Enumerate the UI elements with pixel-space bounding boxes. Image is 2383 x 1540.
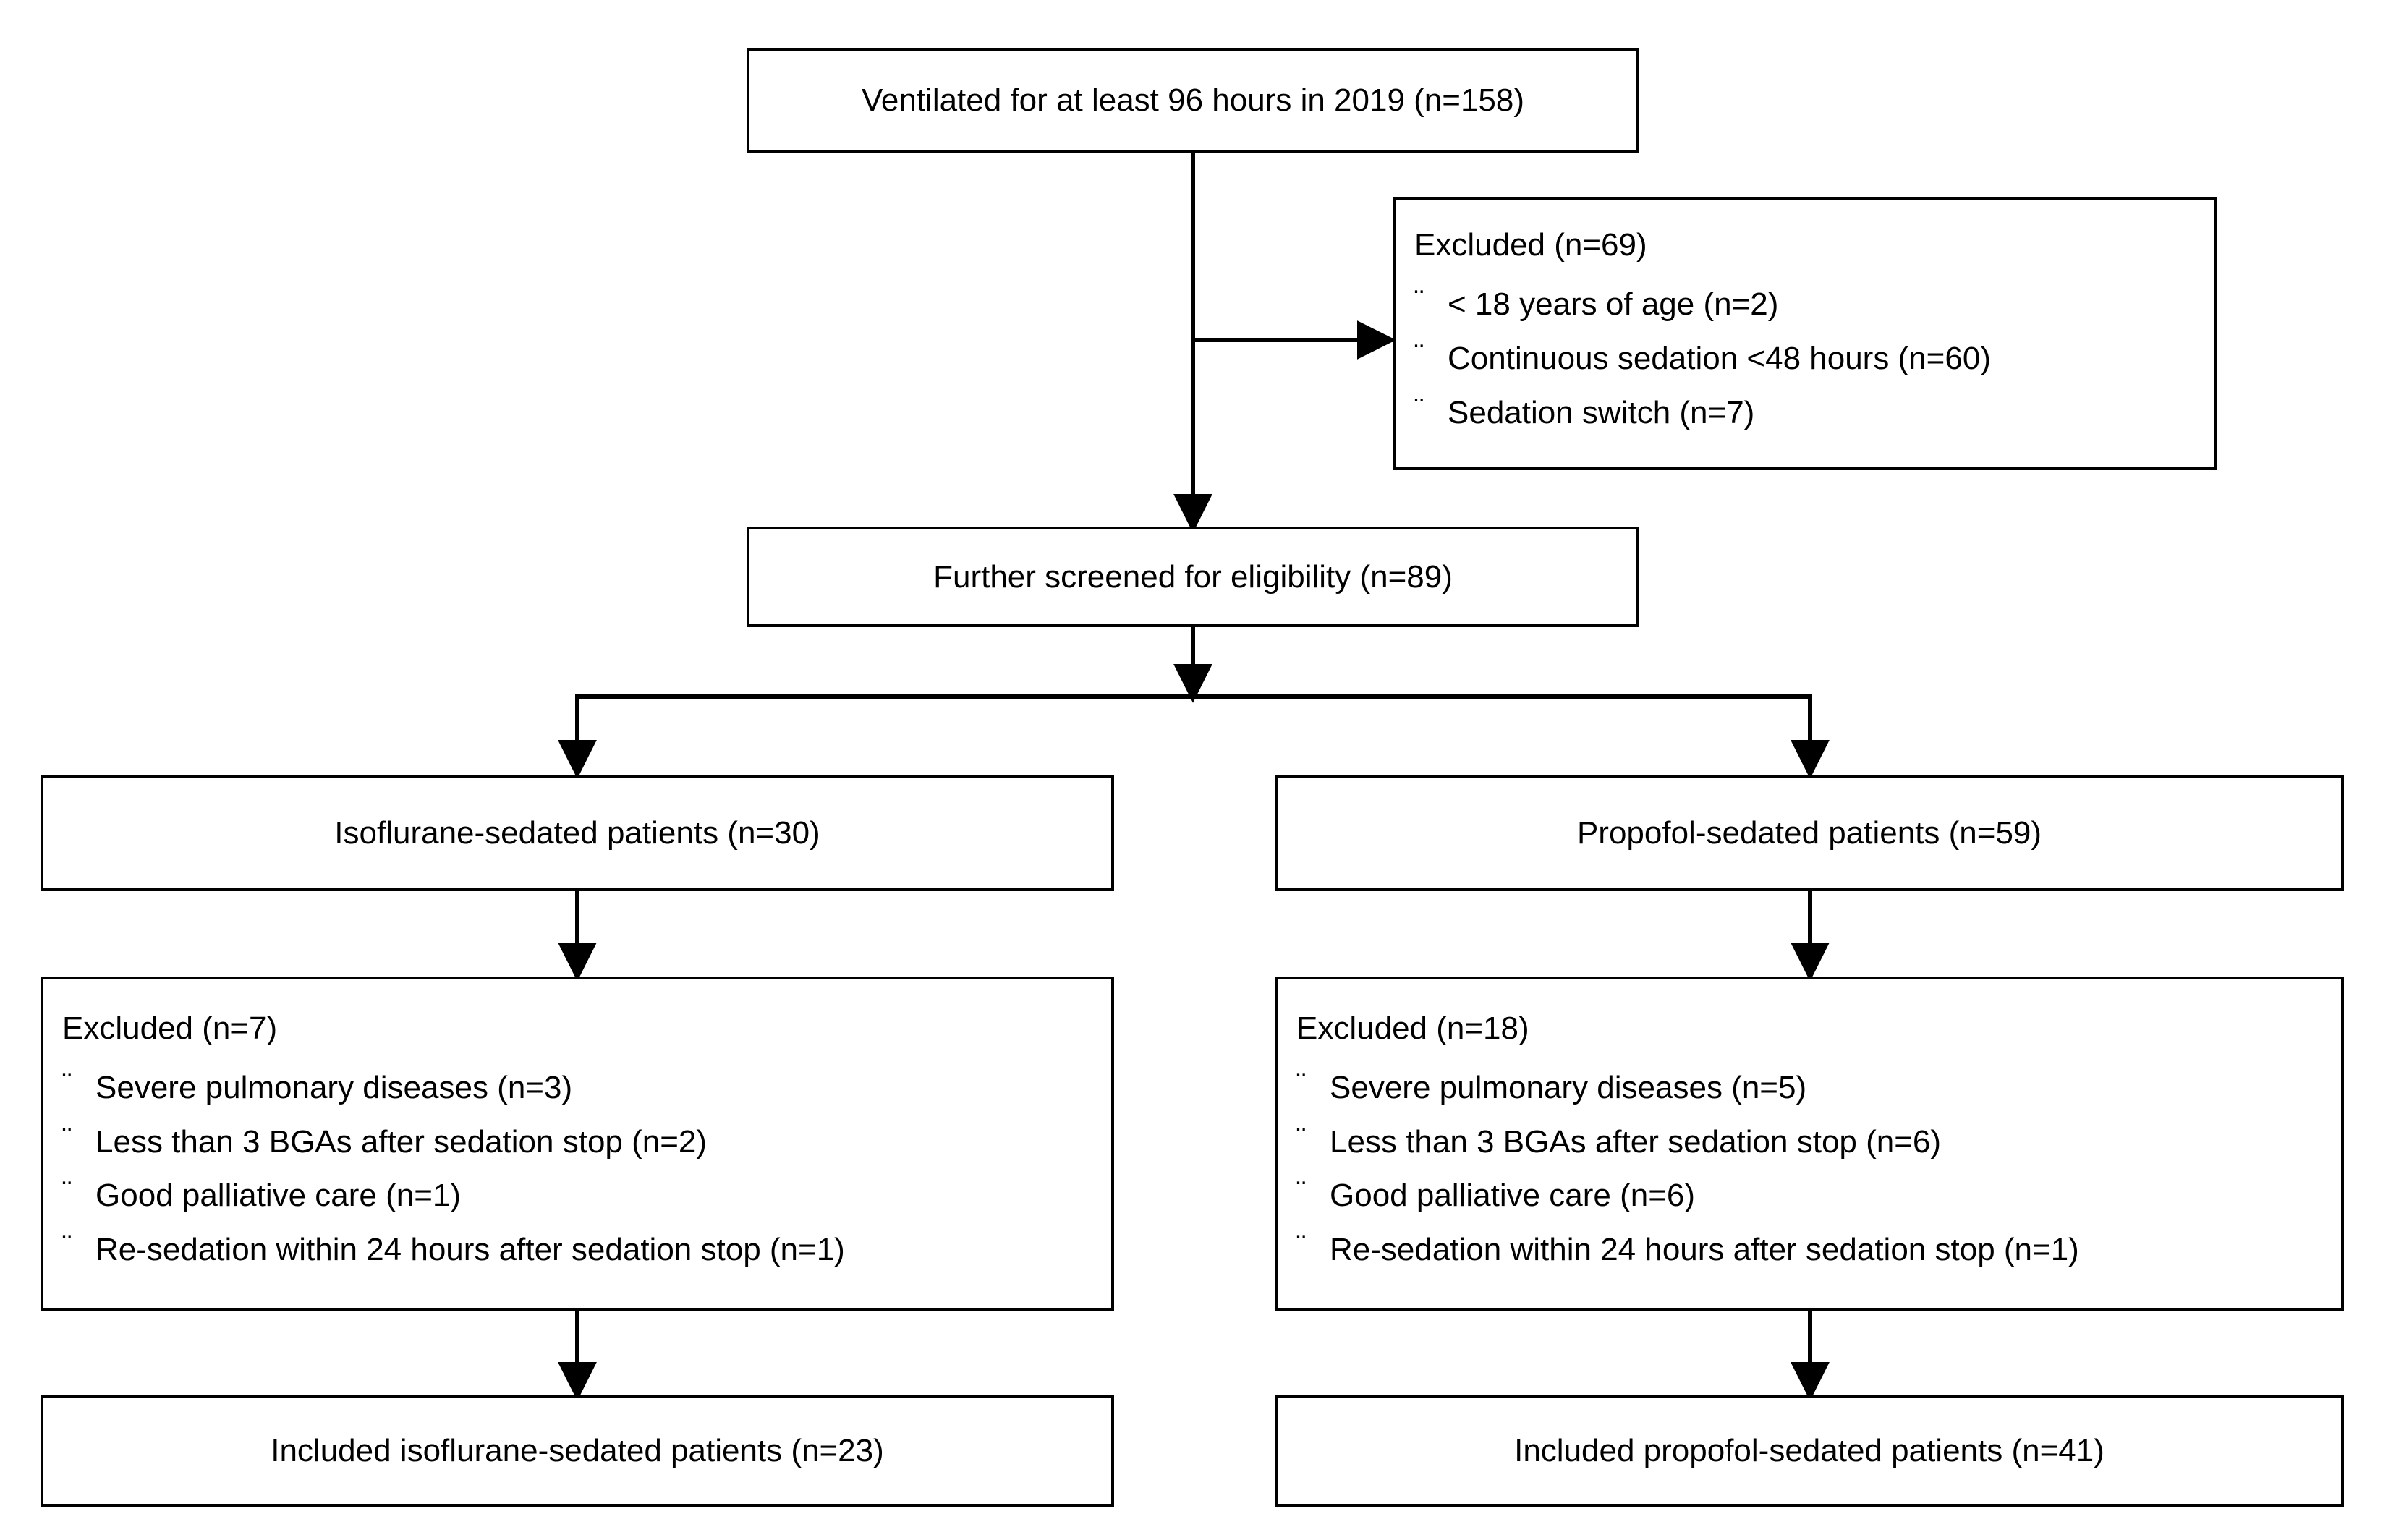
bullet-icon: ¨ [1414,285,1424,318]
node-further-screened: Further screened for eligibility (n=89) [747,527,1639,627]
bullet-icon: ¨ [1414,393,1424,425]
list-item-label: Good palliative care (n=6) [1330,1178,1696,1214]
list-item: ¨ Less than 3 BGAs after sedation stop (… [1296,1123,1941,1162]
list-item: ¨ Good palliative care (n=6) [1296,1176,1696,1215]
list-item: ¨ Less than 3 BGAs after sedation stop (… [62,1123,707,1162]
list-item-label: Re-sedation within 24 hours after sedati… [1330,1232,2079,1268]
node-propofol-group-label: Propofol-sedated patients (n=59) [1576,815,2042,851]
list-item: ¨ < 18 years of age (n=2) [1414,285,1779,324]
node-excluded-initial-header: Excluded (n=69) [1414,227,1647,263]
list-item: ¨ Severe pulmonary diseases (n=3) [62,1068,573,1107]
bullet-icon: ¨ [1296,1068,1307,1100]
list-item: ¨ Sedation switch (n=7) [1414,393,1755,433]
list-item-label: Continuous sedation <48 hours (n=60) [1448,341,1991,376]
list-item-label: Re-sedation within 24 hours after sedati… [95,1232,845,1268]
node-isoflurane-group: Isoflurane-sedated patients (n=30) [41,775,1114,891]
list-item: ¨ Good palliative care (n=1) [62,1176,462,1215]
bullet-icon: ¨ [1414,339,1424,371]
node-propofol-group: Propofol-sedated patients (n=59) [1275,775,2344,891]
bullet-icon: ¨ [62,1176,72,1209]
list-item: ¨ Re-sedation within 24 hours after seda… [62,1230,845,1269]
list-item-label: Sedation switch (n=7) [1448,394,1755,430]
list-item: ¨ Severe pulmonary diseases (n=5) [1296,1068,1807,1107]
node-included-isoflurane: Included isoflurane-sedated patients (n=… [41,1395,1114,1507]
list-item: ¨ Re-sedation within 24 hours after seda… [1296,1230,2079,1269]
node-included-propofol: Included propofol-sedated patients (n=41… [1275,1395,2344,1507]
node-further-screened-label: Further screened for eligibility (n=89) [933,558,1453,595]
node-excluded-isoflurane-header: Excluded (n=7) [62,1011,278,1046]
node-excluded-isoflurane: Excluded (n=7) ¨ Severe pulmonary diseas… [41,977,1114,1311]
node-screened-total-label: Ventilated for at least 96 hours in 2019… [861,82,1525,119]
node-included-isoflurane-label: Included isoflurane-sedated patients (n=… [271,1432,884,1468]
list-item-label: Severe pulmonary diseases (n=5) [1330,1069,1807,1105]
node-excluded-propofol-header: Excluded (n=18) [1296,1011,1529,1046]
node-included-propofol-label: Included propofol-sedated patients (n=41… [1514,1432,2104,1468]
list-item-label: Good palliative care (n=1) [95,1178,462,1214]
bullet-icon: ¨ [1296,1176,1307,1209]
list-item-label: Less than 3 BGAs after sedation stop (n=… [1330,1123,1942,1160]
bullet-icon: ¨ [62,1122,72,1154]
bullet-icon: ¨ [62,1230,72,1263]
node-excluded-propofol: Excluded (n=18) ¨ Severe pulmonary disea… [1275,977,2344,1311]
list-item-label: Severe pulmonary diseases (n=3) [95,1069,573,1105]
node-screened-total: Ventilated for at least 96 hours in 2019… [747,48,1639,153]
list-item: ¨ Continuous sedation <48 hours (n=60) [1414,339,1991,378]
node-excluded-initial: Excluded (n=69) ¨ < 18 years of age (n=2… [1393,197,2217,470]
list-item-label: Less than 3 BGAs after sedation stop (n=… [95,1123,708,1160]
list-item-label: < 18 years of age (n=2) [1448,286,1779,323]
bullet-icon: ¨ [1296,1230,1307,1263]
bullet-icon: ¨ [1296,1122,1307,1154]
bullet-icon: ¨ [62,1068,72,1100]
node-isoflurane-group-label: Isoflurane-sedated patients (n=30) [334,815,820,851]
